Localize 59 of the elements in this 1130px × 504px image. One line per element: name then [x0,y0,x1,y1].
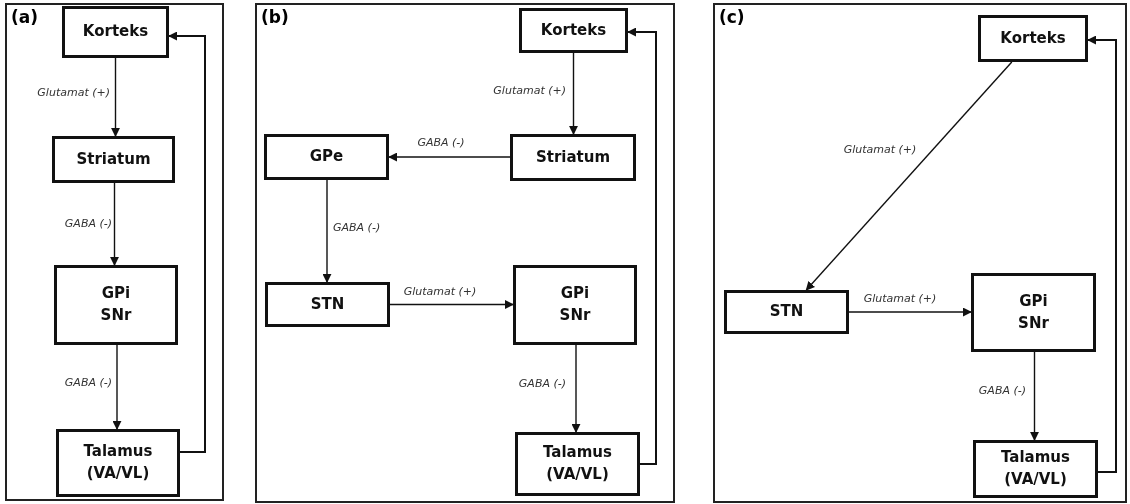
box-label: GPe [309,146,344,168]
edge-label: GABA (-) [978,383,1026,397]
edge-label: Glutamat (+) [843,142,917,156]
arrow [1087,35,1117,473]
panel-letter: (c) [719,7,745,27]
panel-letter: (a) [11,7,38,27]
arrow [805,61,1013,291]
arrow [168,31,206,453]
edge-label: GABA (-) [333,220,381,234]
box-label: Striatum [535,146,611,168]
process-box [56,429,180,497]
arrow [111,57,120,137]
box-label: Striatum [76,148,151,170]
arrow [627,27,657,465]
box-label: Talamus (VA/VL) [1001,447,1070,490]
box-label: Talamus (VA/VL) [543,442,612,485]
arrow [322,179,332,283]
box-label: Korteks [82,21,149,43]
edge-label: GABA (-) [518,376,566,390]
box-label: GPi SNr [100,283,132,326]
arrow [571,344,581,433]
process-box [978,15,1088,62]
edge-label: Glutamat (+) [37,85,110,99]
box-label: GPi SNr [1018,290,1049,334]
process-box [264,134,389,180]
process-box [519,8,628,53]
box-label: STN [769,301,804,323]
arrow [112,344,122,430]
arrow [1030,351,1039,441]
panel-letter: (b) [261,7,289,27]
arrow [848,307,972,317]
box-label: STN [310,293,345,315]
arrow [110,182,119,266]
process-box [973,440,1098,498]
edge-label: Glutamat (+) [403,284,477,298]
box-label: Korteks [540,19,607,41]
process-box [62,6,169,58]
process-box [971,273,1096,352]
process-box [52,136,175,183]
edge-label: GABA (-) [417,135,465,149]
process-box [515,432,640,496]
process-box [265,282,390,327]
process-box [513,265,637,345]
box-label: GPi SNr [559,283,591,326]
process-box [510,134,636,181]
edge-label: GABA (-) [64,216,112,230]
arrow [569,52,578,135]
arrow [389,300,514,309]
process-box [724,290,849,334]
box-label: Talamus (VA/VL) [83,441,153,484]
box-label: Korteks [1000,27,1066,49]
arrow [388,152,511,162]
edge-label: Glutamat (+) [493,83,566,97]
panel-frame [713,3,1127,503]
panel-frame [5,3,224,501]
panel-frame [255,3,675,503]
process-box [54,265,178,345]
edge-label: Glutamat (+) [863,291,937,305]
edge-label: GABA (-) [64,375,112,389]
